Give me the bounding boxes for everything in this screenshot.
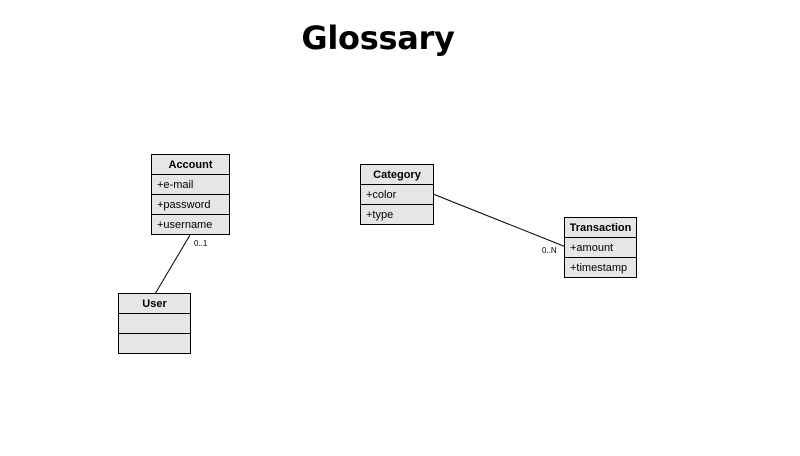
class-name-transaction: Transaction	[565, 218, 636, 238]
attribute-password: +password	[152, 195, 229, 215]
class-category[interactable]: Category +color +type	[360, 164, 434, 225]
multiplicity-label-account: 0..1	[194, 239, 208, 248]
class-name-user: User	[119, 294, 190, 314]
page-title: Glossary	[301, 19, 455, 57]
association-line-account-user	[154, 234, 191, 295]
class-transaction[interactable]: Transaction +amount +timestamp	[564, 217, 637, 278]
class-name-account: Account	[152, 155, 229, 175]
multiplicity-label-transaction: 0..N	[542, 246, 557, 255]
attribute-timestamp: +timestamp	[570, 262, 628, 274]
attribute-amount: +amount	[565, 238, 636, 258]
attribute-color: +color	[361, 185, 433, 205]
class-account[interactable]: Account +e-mail +password +username	[151, 154, 230, 235]
attribute-empty-1	[119, 314, 190, 334]
attribute-email: +e-mail	[152, 175, 229, 195]
attribute-username: +username	[157, 219, 213, 231]
attribute-type: +type	[366, 209, 394, 221]
class-user[interactable]: User	[118, 293, 191, 354]
class-name-category: Category	[361, 165, 433, 185]
attribute-empty-2	[119, 334, 190, 354]
association-line-category-transaction	[432, 193, 567, 248]
